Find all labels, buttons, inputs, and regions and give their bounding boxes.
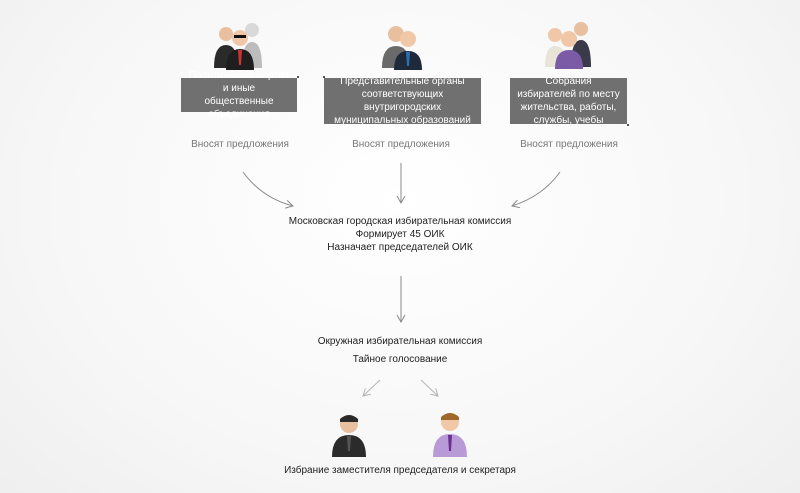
box-corner-marker xyxy=(627,124,629,126)
arrow-district-to-left-person xyxy=(362,379,381,397)
district-commission-block: Окружная избирательная комиссия Тайное г… xyxy=(280,333,520,369)
moscow-commission-block: Московская городская избирательная комис… xyxy=(260,215,540,254)
moscow-commission-appoints: Назначает председателей ОИК xyxy=(327,242,473,253)
group-of-three-people-icon xyxy=(545,22,591,69)
source-label: Представительные органы соответствующих … xyxy=(334,76,471,126)
moscow-commission-title: Московская городская избирательная комис… xyxy=(288,216,512,227)
arrow-right-to-moscow xyxy=(511,171,561,209)
proposals-note: Вносят предложения xyxy=(191,139,289,150)
box-corner-marker xyxy=(297,76,299,78)
arrow-district-to-right-person xyxy=(420,379,439,397)
man-in-purple-shirt-icon xyxy=(433,413,467,457)
moscow-commission-forms: Формирует 45 ОИК xyxy=(355,229,445,240)
group-of-two-people-icon xyxy=(382,26,422,70)
arrow-left-to-moscow xyxy=(242,171,294,209)
source-box-voter-assemblies: Собрания избирателей по месту жительства… xyxy=(510,76,627,126)
source-box-political-parties: Политические партии и иные общественные … xyxy=(181,70,297,120)
secret-ballot-label: Тайное голосование xyxy=(352,354,448,365)
man-in-dark-suit-icon xyxy=(332,415,366,457)
proposals-note: Вносят предложения xyxy=(520,139,618,150)
proposals-note: Вносят предложения xyxy=(352,139,450,150)
box-corner-marker xyxy=(323,76,325,78)
result-label: Избрание заместителя председателя и секр… xyxy=(284,465,516,476)
source-label: Политические партии и иные общественные … xyxy=(188,70,290,120)
source-box-representative-bodies: Представительные органы соответствующих … xyxy=(324,76,481,126)
group-of-three-people-icon xyxy=(214,23,262,70)
source-label: Собрания избирателей по месту жительства… xyxy=(517,76,620,126)
district-commission-title: Окружная избирательная комиссия xyxy=(317,336,483,347)
